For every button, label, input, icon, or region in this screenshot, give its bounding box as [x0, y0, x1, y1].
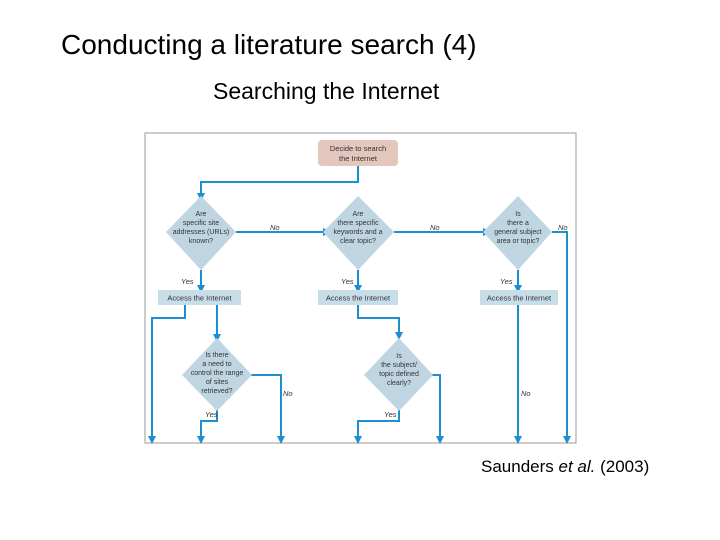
- decision-line: known?: [189, 238, 213, 245]
- decision-line: control the range: [191, 370, 244, 377]
- connector-start-to-d1: [197, 166, 359, 201]
- connector-d5-no: [431, 374, 444, 444]
- edge-label-d5-no: No: [521, 389, 531, 398]
- decision-line: Is there: [205, 352, 228, 359]
- slide-title: Conducting a literature search (4): [61, 29, 477, 60]
- edge-label-d1-yes: Yes: [181, 277, 194, 286]
- decision-line: general subject: [494, 229, 542, 236]
- slide-subtitle: Searching the Internet: [213, 78, 440, 104]
- edge-label-d1-no: No: [270, 223, 280, 232]
- process-label: Access the Internet: [167, 294, 232, 303]
- edge-label-d4-yes: Yes: [205, 410, 218, 419]
- edge-label-d4-no: No: [283, 389, 293, 398]
- decision-specific-urls: Are specific site addresses (URLs) known…: [166, 196, 236, 270]
- decision-line: there a: [507, 220, 529, 227]
- decision-line: Is: [396, 353, 402, 360]
- connector-d5-yes: [354, 410, 400, 444]
- process-access-internet-3: Access the Internet: [480, 290, 558, 305]
- edge-label-d5-yes: Yes: [384, 410, 397, 419]
- connectors: [148, 166, 571, 444]
- decision-line: addresses (URLs): [173, 229, 229, 236]
- decision-line: of sites: [206, 379, 229, 386]
- process-label: Access the Internet: [487, 294, 552, 303]
- connector-p1-down: [148, 305, 186, 444]
- decision-line: Are: [196, 211, 207, 218]
- decision-general-subject: Is there a general subject area or topic…: [483, 196, 552, 270]
- decision-line: the subject/: [381, 362, 417, 369]
- edge-label-d3-yes: Yes: [500, 277, 513, 286]
- citation-author: Saunders: [481, 457, 554, 476]
- decision-control-range: Is there a need to control the range of …: [182, 338, 252, 411]
- process-label: Access the Internet: [326, 294, 391, 303]
- process-access-internet-2: Access the Internet: [318, 290, 398, 305]
- decision-line: clearly?: [387, 380, 411, 387]
- connector-p2-to-d5: [357, 305, 403, 340]
- citation-year: (2003): [600, 457, 650, 476]
- start-node: Decide to search the Internet: [318, 140, 398, 166]
- edge-label-d3-no: No: [558, 223, 568, 232]
- connector-d3-no: [552, 231, 571, 444]
- process-access-internet-1: Access the Internet: [158, 290, 241, 305]
- decision-line: Is: [515, 211, 521, 218]
- start-node-line: the Internet: [339, 154, 378, 163]
- citation: Saunders et al. (2003): [481, 457, 649, 477]
- connector-d4-yes: [197, 410, 218, 444]
- citation-etal: et al.: [558, 457, 596, 476]
- decision-line: specific site: [183, 220, 219, 227]
- decision-topic-defined: Is the subject/ topic defined clearly?: [364, 338, 433, 411]
- decision-line: keywords and a: [333, 229, 382, 236]
- edge-label-d2-no: No: [430, 223, 440, 232]
- decision-line: clear topic?: [340, 238, 376, 245]
- decision-line: there specific: [337, 220, 379, 227]
- connector-d4-no: [250, 374, 285, 444]
- start-node-line: Decide to search: [330, 144, 386, 153]
- decision-line: a need to: [202, 361, 231, 368]
- decision-line: topic defined: [379, 371, 419, 378]
- decision-keywords-topic: Are there specific keywords and a clear …: [323, 196, 394, 270]
- decision-line: Are: [353, 211, 364, 218]
- edge-label-d2-yes: Yes: [341, 277, 354, 286]
- decision-line: area or topic?: [497, 238, 540, 245]
- decision-line: retrieved?: [201, 388, 232, 395]
